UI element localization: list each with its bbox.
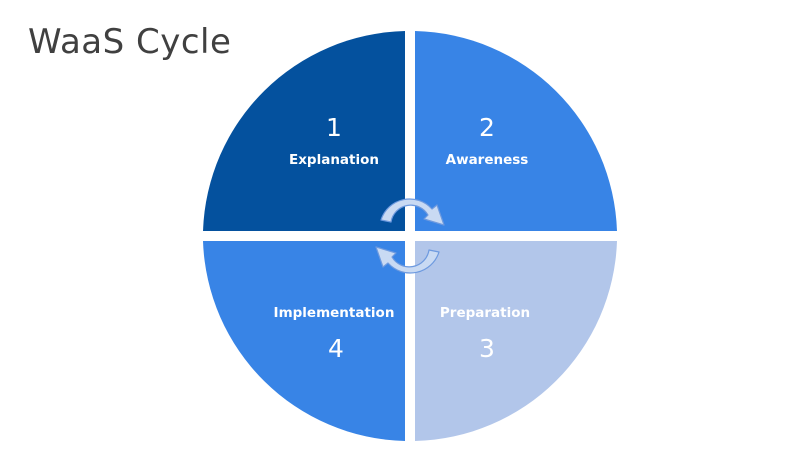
segment-3-number: 3: [479, 334, 495, 363]
arrow-clockwise-top-icon: [380, 198, 445, 226]
segment-1-number: 1: [326, 113, 342, 142]
segment-awareness[interactable]: [415, 31, 617, 231]
segment-1-label: Explanation: [289, 152, 379, 168]
segment-4-number: 4: [328, 334, 344, 363]
slide-title: WaaS Cycle: [28, 22, 232, 62]
segment-preparation[interactable]: [415, 241, 617, 441]
segment-implementation[interactable]: [203, 241, 405, 441]
arrow-clockwise-bottom-icon: [375, 246, 440, 274]
segment-3-label: Preparation: [440, 305, 530, 321]
segment-explanation[interactable]: [203, 31, 405, 231]
cycle-arrows-icon: [375, 198, 445, 274]
segment-2-number: 2: [479, 113, 495, 142]
segment-2-label: Awareness: [446, 152, 529, 168]
segment-4-label: Implementation: [274, 305, 395, 321]
